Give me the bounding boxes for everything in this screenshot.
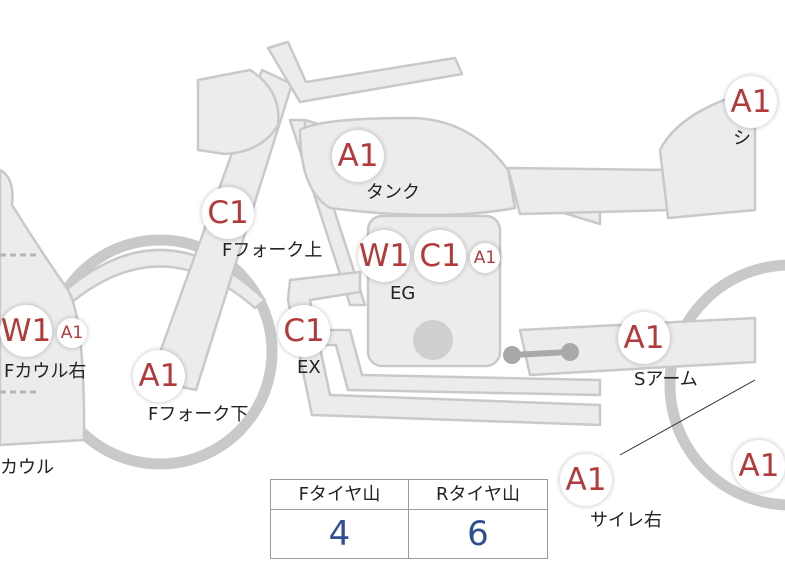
rear-tire-header: Rタイヤ山	[409, 480, 547, 510]
label-ex: EX	[297, 357, 321, 378]
label-sarm: Sアーム	[634, 369, 698, 390]
grade-badge-fcowl-w: W1	[0, 305, 52, 357]
label-tank: タンク	[366, 182, 420, 203]
seat	[506, 166, 674, 216]
label-cowl: カウル	[0, 457, 54, 478]
grade-badge-rear: A1	[733, 440, 785, 492]
tail-cowl	[658, 88, 757, 220]
rear-wheel	[664, 259, 785, 511]
kickstand-end-2	[561, 343, 579, 361]
tire-tread-table: Fタイヤ山 Rタイヤ山 4 6	[270, 479, 548, 559]
front-tire-header: Fタイヤ山	[271, 480, 409, 510]
grade-badge-seat: A1	[725, 76, 777, 128]
front-cowl	[0, 168, 86, 447]
rear-tire-value: 6	[467, 514, 489, 554]
engine-cover	[413, 320, 453, 360]
grade-badge-eg-w: W1	[358, 230, 410, 282]
grade-badge-sarm: A1	[618, 312, 670, 364]
grade-badge-ffork-upper: C1	[202, 187, 254, 239]
grade-badge-tank: A1	[332, 130, 384, 182]
grade-badge-silencer-right: A1	[560, 454, 612, 506]
grade-badge-ffork-lower: A1	[133, 350, 185, 402]
grade-badge-ex: C1	[278, 305, 330, 357]
grade-badge-fcowl-a: A1	[57, 318, 87, 348]
grade-badge-eg-a: A1	[470, 243, 500, 273]
label-ffork-lower: Fフォーク下	[148, 404, 249, 425]
kickstand	[509, 349, 573, 358]
headlight	[196, 68, 280, 156]
handlebar	[266, 40, 464, 104]
front-tire-value: 4	[271, 510, 409, 559]
label-ffork-upper: Fフォーク上	[222, 240, 323, 261]
label-seat-partial: シ	[733, 128, 751, 149]
exhaust-pipe	[286, 270, 602, 427]
leader-line	[619, 379, 756, 456]
label-silencer-right: サイレ右	[590, 510, 662, 531]
label-eg: EG	[390, 283, 416, 304]
kickstand-end	[503, 346, 521, 364]
grade-badge-eg-c: C1	[414, 230, 466, 282]
label-fcowl-right: Fカウル右	[4, 361, 87, 382]
